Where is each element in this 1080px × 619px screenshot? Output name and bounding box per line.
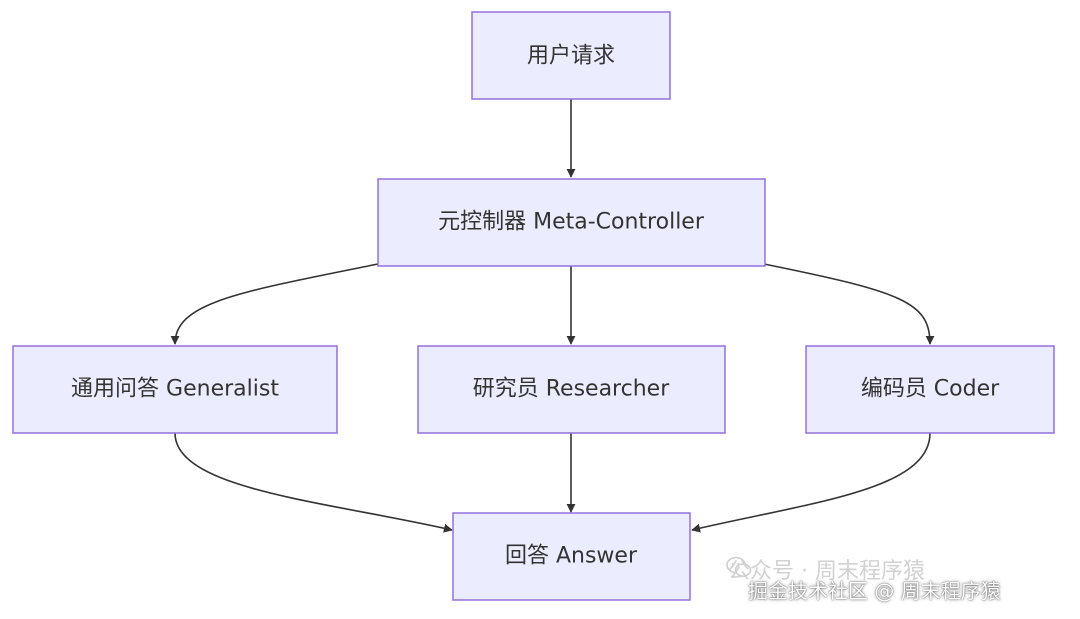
edge-generalist-to-answer [174, 432, 453, 533]
node-answer-label: 回答 Answer [505, 544, 638, 569]
edge-meta-to-generalist [170, 263, 379, 345]
node-researcher: 研究员 Researcher [417, 345, 726, 434]
node-coder: 编码员 Coder [805, 345, 1055, 434]
edges [170, 99, 935, 533]
node-user-request: 用户请求 [471, 11, 671, 100]
node-meta-controller: 元控制器 Meta-Controller [377, 178, 766, 267]
node-user-request-label: 用户请求 [527, 44, 615, 69]
wechat-icon [726, 556, 752, 577]
edge-meta-to-coder [763, 263, 935, 345]
node-answer: 回答 Answer [452, 512, 691, 601]
node-meta-controller-label: 元控制器 Meta-Controller [438, 210, 705, 235]
node-coder-label: 编码员 Coder [861, 377, 1000, 402]
watermark-juejin: 掘金技术社区 @ 周末程序猿 [748, 579, 1001, 603]
node-generalist: 通用问答 Generalist [12, 345, 338, 434]
node-researcher-label: 研究员 Researcher [473, 377, 670, 402]
node-generalist-label: 通用问答 Generalist [71, 377, 279, 402]
watermark-official-account: 公众号 · 周末程序猿 [728, 559, 925, 584]
edge-coder-to-answer [691, 432, 931, 533]
